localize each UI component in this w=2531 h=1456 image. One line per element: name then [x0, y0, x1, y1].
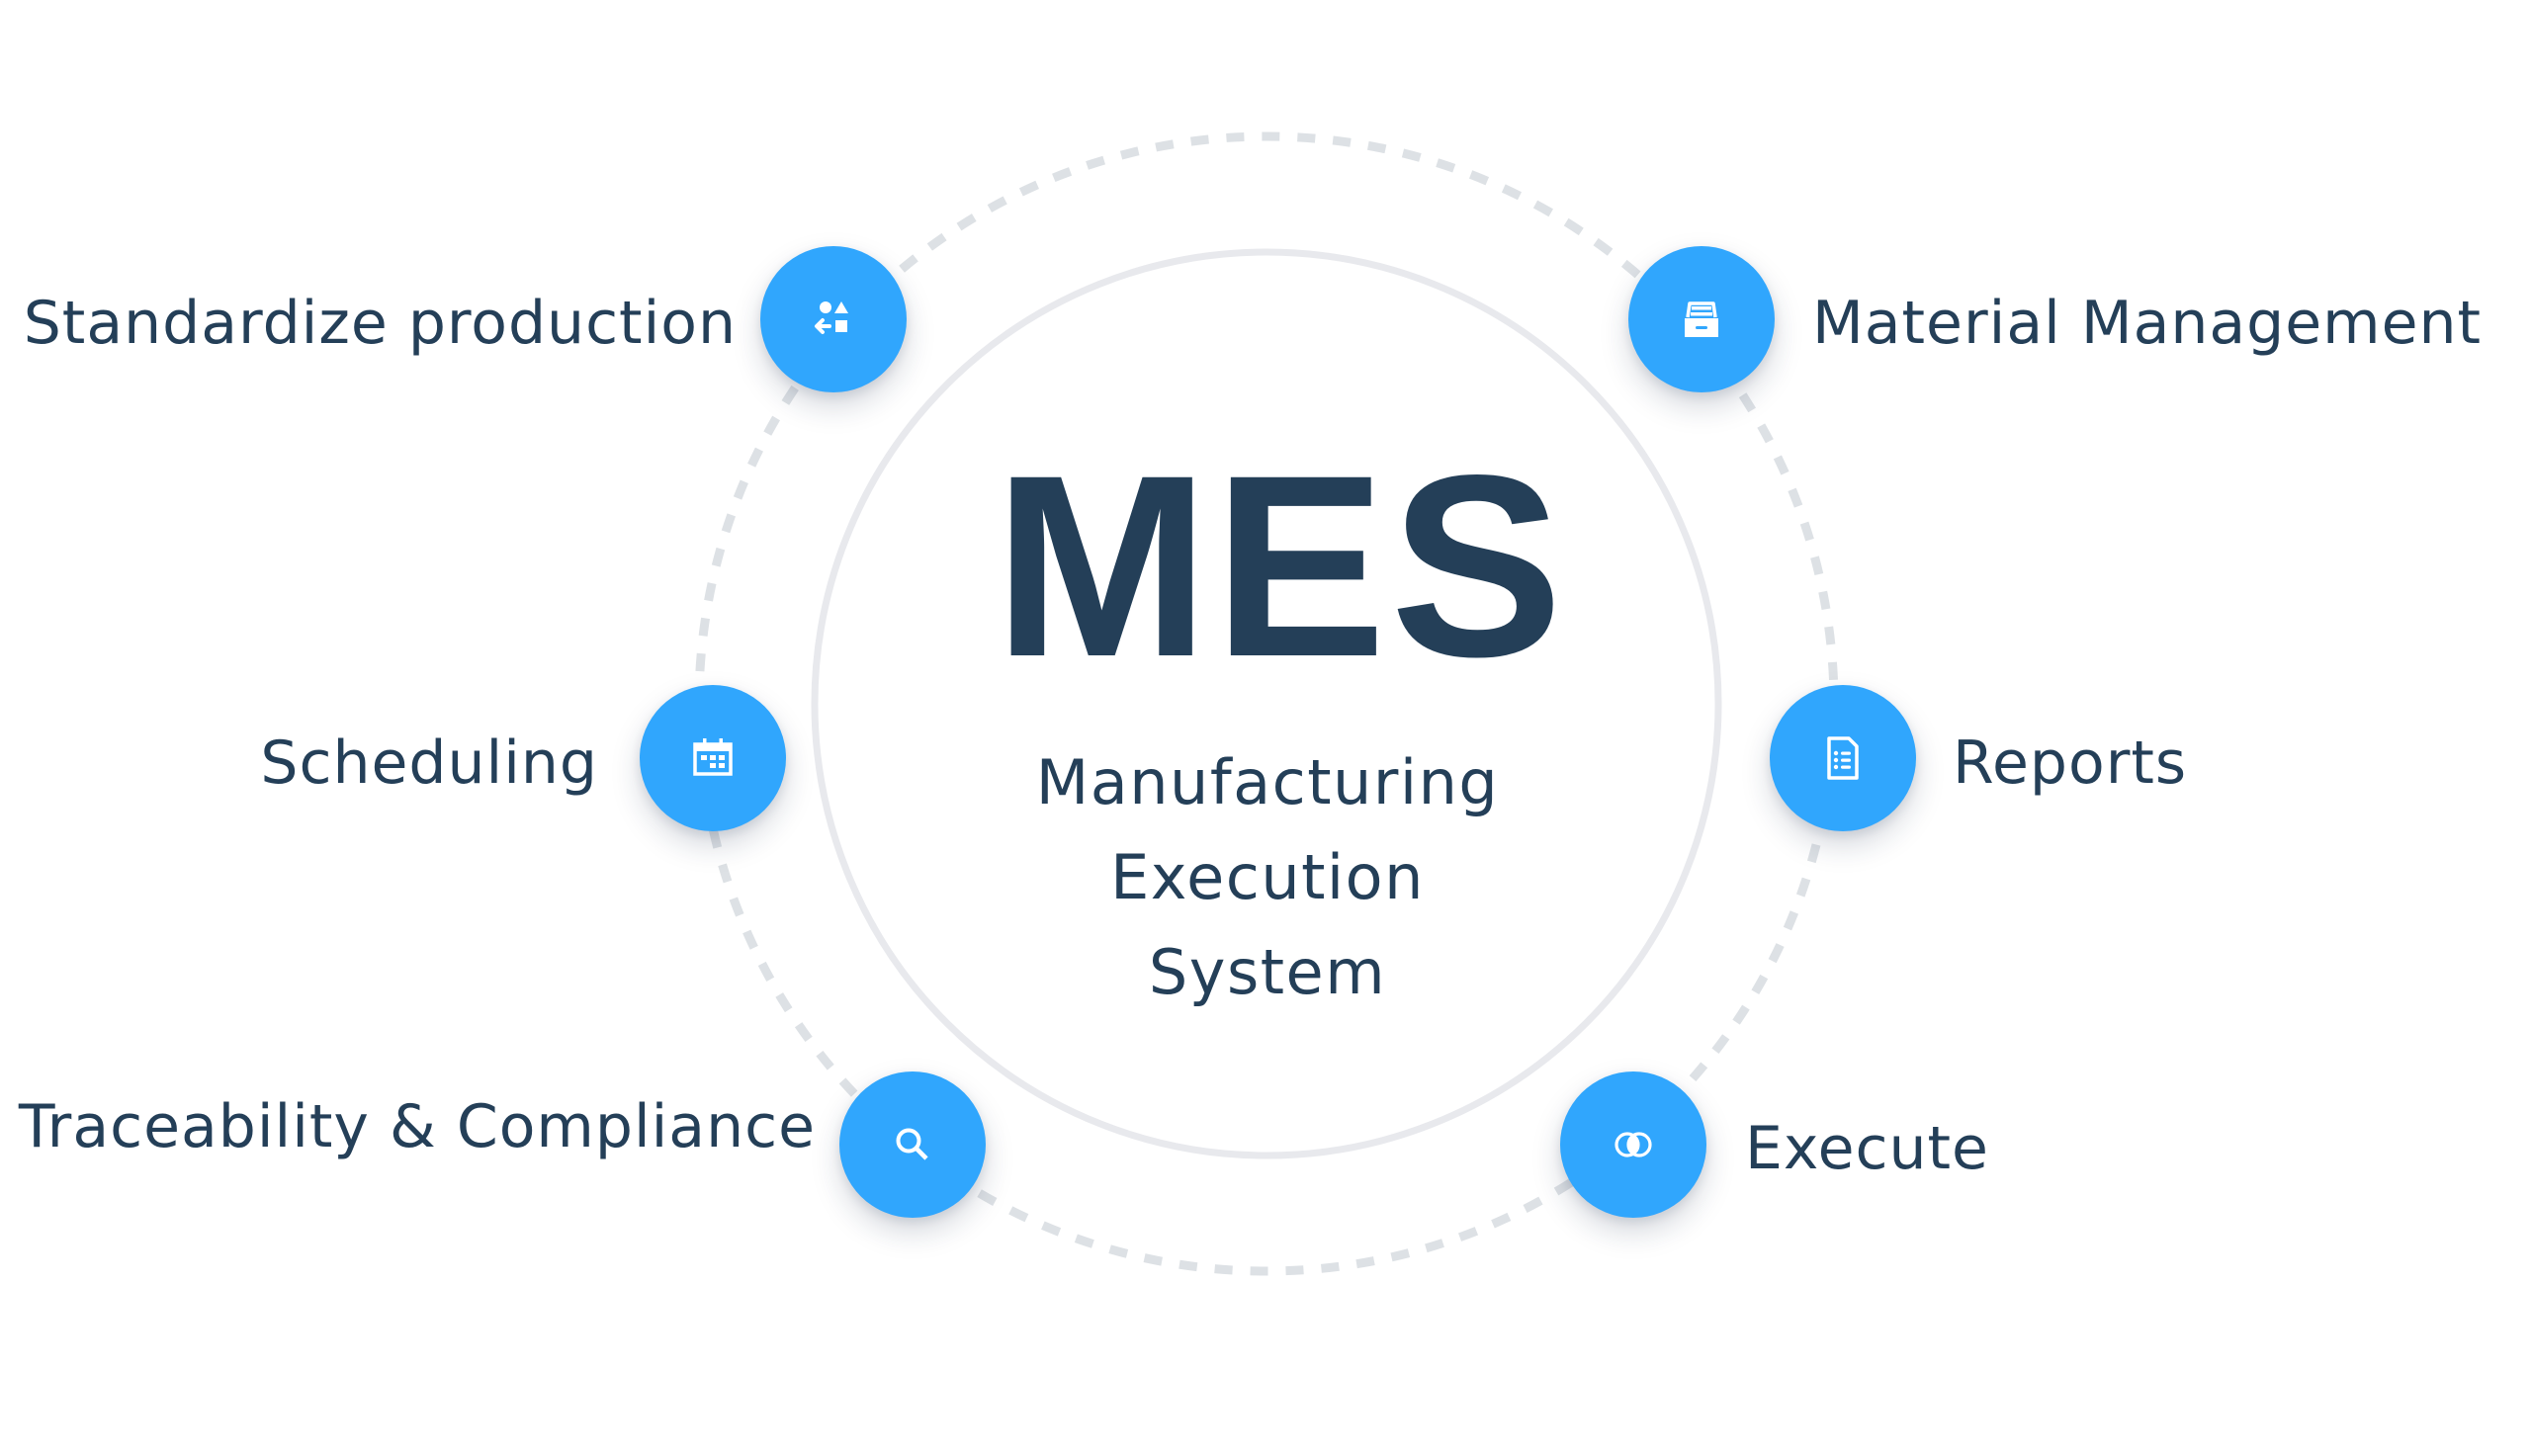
subtitle-line-execution: Execution	[1110, 841, 1425, 913]
label-reports: Reports	[1953, 728, 2188, 798]
archive-box-icon	[1685, 301, 1718, 337]
label-traceability-compliance: Traceability & Compliance	[18, 1092, 816, 1161]
node-traceability-compliance[interactable]	[839, 1071, 986, 1218]
inner-ring	[811, 248, 1722, 1159]
node-scheduling[interactable]	[640, 685, 786, 831]
search-icon	[896, 1128, 928, 1160]
label-material-management: Material Management	[1812, 289, 2483, 358]
node-execute[interactable]	[1560, 1071, 1706, 1218]
document-list-icon	[1827, 736, 1859, 780]
subtitle-line-manufacturing: Manufacturing	[1035, 746, 1500, 818]
node-standardize-production[interactable]	[760, 246, 907, 392]
label-execute: Execute	[1745, 1114, 1989, 1183]
mes-title: MES	[994, 421, 1567, 711]
node-reports[interactable]	[1770, 685, 1916, 831]
node-material-management[interactable]	[1628, 246, 1775, 392]
overlapping-circles-icon	[1615, 1132, 1652, 1157]
shapes-sort-icon	[815, 301, 848, 334]
subtitle-line-system: System	[1148, 936, 1387, 1008]
label-scheduling: Scheduling	[260, 728, 598, 798]
label-standardize-production: Standardize production	[23, 289, 737, 358]
calendar-icon	[693, 738, 733, 776]
